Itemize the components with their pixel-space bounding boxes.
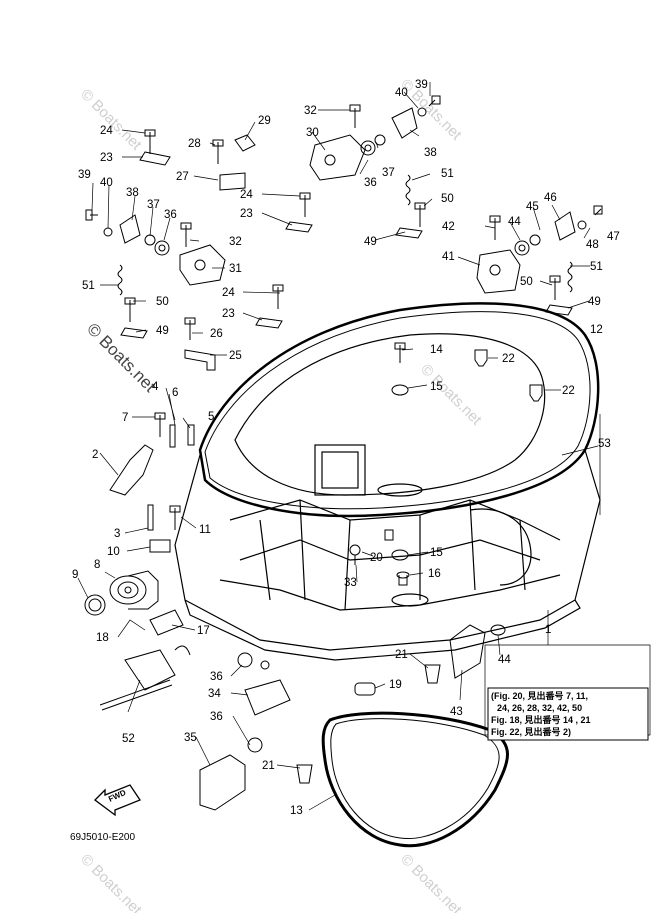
callout-44: 44 [498, 654, 511, 666]
callout-24: 24 [240, 189, 253, 201]
callout-43: 43 [450, 706, 463, 718]
callout-36: 36 [210, 671, 223, 683]
callout-10: 10 [107, 546, 120, 558]
callout-15: 15 [430, 381, 443, 393]
note-line: Fig. 18, 見出番号 14 , 21 [491, 714, 591, 725]
callout-34: 34 [208, 688, 221, 700]
watermark: © Boats.net [417, 361, 485, 429]
callout-21: 21 [395, 649, 408, 661]
note-line: Fig. 22, 見出番号 2) [491, 726, 571, 737]
callout-18: 18 [96, 632, 109, 644]
gasket-seal [321, 711, 509, 848]
callout-44: 44 [508, 216, 521, 228]
watermark: © Boats.net [77, 851, 145, 913]
callout-52: 52 [122, 733, 135, 745]
callout-33: 33 [344, 577, 357, 589]
lower-components [84, 529, 506, 817]
callout-14: 14 [430, 344, 443, 356]
callout-24: 24 [100, 125, 113, 137]
callout-27: 27 [176, 171, 189, 183]
callout-3: 3 [114, 528, 120, 540]
callout-26: 26 [210, 328, 223, 340]
callouts: 1 2 3 4 5 6 7 8 9 10 11 12 13 14 15 15 1… [72, 79, 620, 817]
callout-20: 20 [370, 552, 383, 564]
callout-16: 16 [428, 568, 441, 580]
note-line: 24, 26, 28, 32, 42, 50 [497, 703, 582, 713]
callout-1: 1 [545, 624, 551, 636]
watermark-group: © Boats.net © Boats.net © Boats.net © Bo… [77, 76, 485, 913]
callout-46: 46 [544, 192, 557, 204]
upper-components [85, 95, 603, 553]
fwd-label: FWD [107, 788, 128, 804]
callout-5: 5 [208, 411, 214, 423]
callout-11: 11 [199, 524, 211, 536]
callout-2: 2 [92, 449, 98, 461]
callout-38: 38 [424, 147, 437, 159]
reference-note: (Fig. 20, 見出番号 7, 11, 24, 26, 28, 32, 42… [487, 687, 649, 741]
callout-49: 49 [588, 296, 601, 308]
callout-50: 50 [520, 276, 533, 288]
bottom-cowling [174, 302, 601, 661]
callout-24: 24 [222, 287, 235, 299]
callout-23: 23 [240, 208, 253, 220]
callout-41: 41 [442, 251, 455, 263]
callout-7: 7 [122, 412, 128, 424]
callout-19: 19 [389, 679, 402, 691]
callout-42: 42 [442, 221, 455, 233]
callout-22: 22 [562, 385, 575, 397]
callout-36: 36 [210, 711, 223, 723]
watermark-large: © Boats.net [83, 319, 160, 396]
callout-40: 40 [395, 87, 408, 99]
callout-12: 12 [590, 324, 603, 336]
callout-36: 36 [164, 209, 177, 221]
callout-49: 49 [156, 325, 169, 337]
callout-38: 38 [126, 187, 139, 199]
watermark: © Boats.net [77, 86, 145, 154]
callout-51: 51 [441, 168, 454, 180]
callout-23: 23 [100, 152, 113, 164]
callout-21: 21 [262, 760, 275, 772]
callout-35: 35 [184, 732, 197, 744]
callout-17: 17 [197, 625, 210, 637]
callout-23: 23 [222, 308, 235, 320]
callout-50: 50 [441, 193, 454, 205]
callout-50: 50 [156, 296, 169, 308]
callout-25: 25 [229, 350, 242, 362]
callout-53: 53 [598, 438, 611, 450]
callout-9: 9 [72, 569, 78, 581]
callout-45: 45 [526, 201, 539, 213]
callout-6: 6 [172, 387, 178, 399]
callout-13: 13 [290, 805, 303, 817]
callout-51: 51 [590, 261, 603, 273]
watermark: © Boats.net [397, 851, 465, 913]
callout-36: 36 [364, 177, 377, 189]
callout-30: 30 [306, 127, 319, 139]
callout-39: 39 [415, 79, 428, 91]
callout-51: 51 [82, 280, 95, 292]
callout-32: 32 [229, 236, 242, 248]
callout-39: 39 [78, 169, 91, 181]
callout-8: 8 [94, 559, 100, 571]
callout-32: 32 [304, 105, 317, 117]
callout-15: 15 [430, 547, 443, 559]
callout-37: 37 [147, 199, 160, 211]
callout-37: 37 [382, 167, 395, 179]
callout-28: 28 [188, 138, 201, 150]
diagram-code: 69J5010-E200 [70, 832, 135, 843]
note-line: (Fig. 20, 見出番号 7, 11, [491, 690, 588, 701]
callout-4: 4 [152, 381, 159, 393]
callout-31: 31 [229, 263, 242, 275]
callout-40: 40 [100, 177, 113, 189]
callout-47: 47 [607, 231, 620, 243]
callout-29: 29 [258, 115, 271, 127]
callout-48: 48 [586, 239, 599, 251]
callout-49: 49 [364, 236, 377, 248]
callout-22: 22 [502, 353, 515, 365]
